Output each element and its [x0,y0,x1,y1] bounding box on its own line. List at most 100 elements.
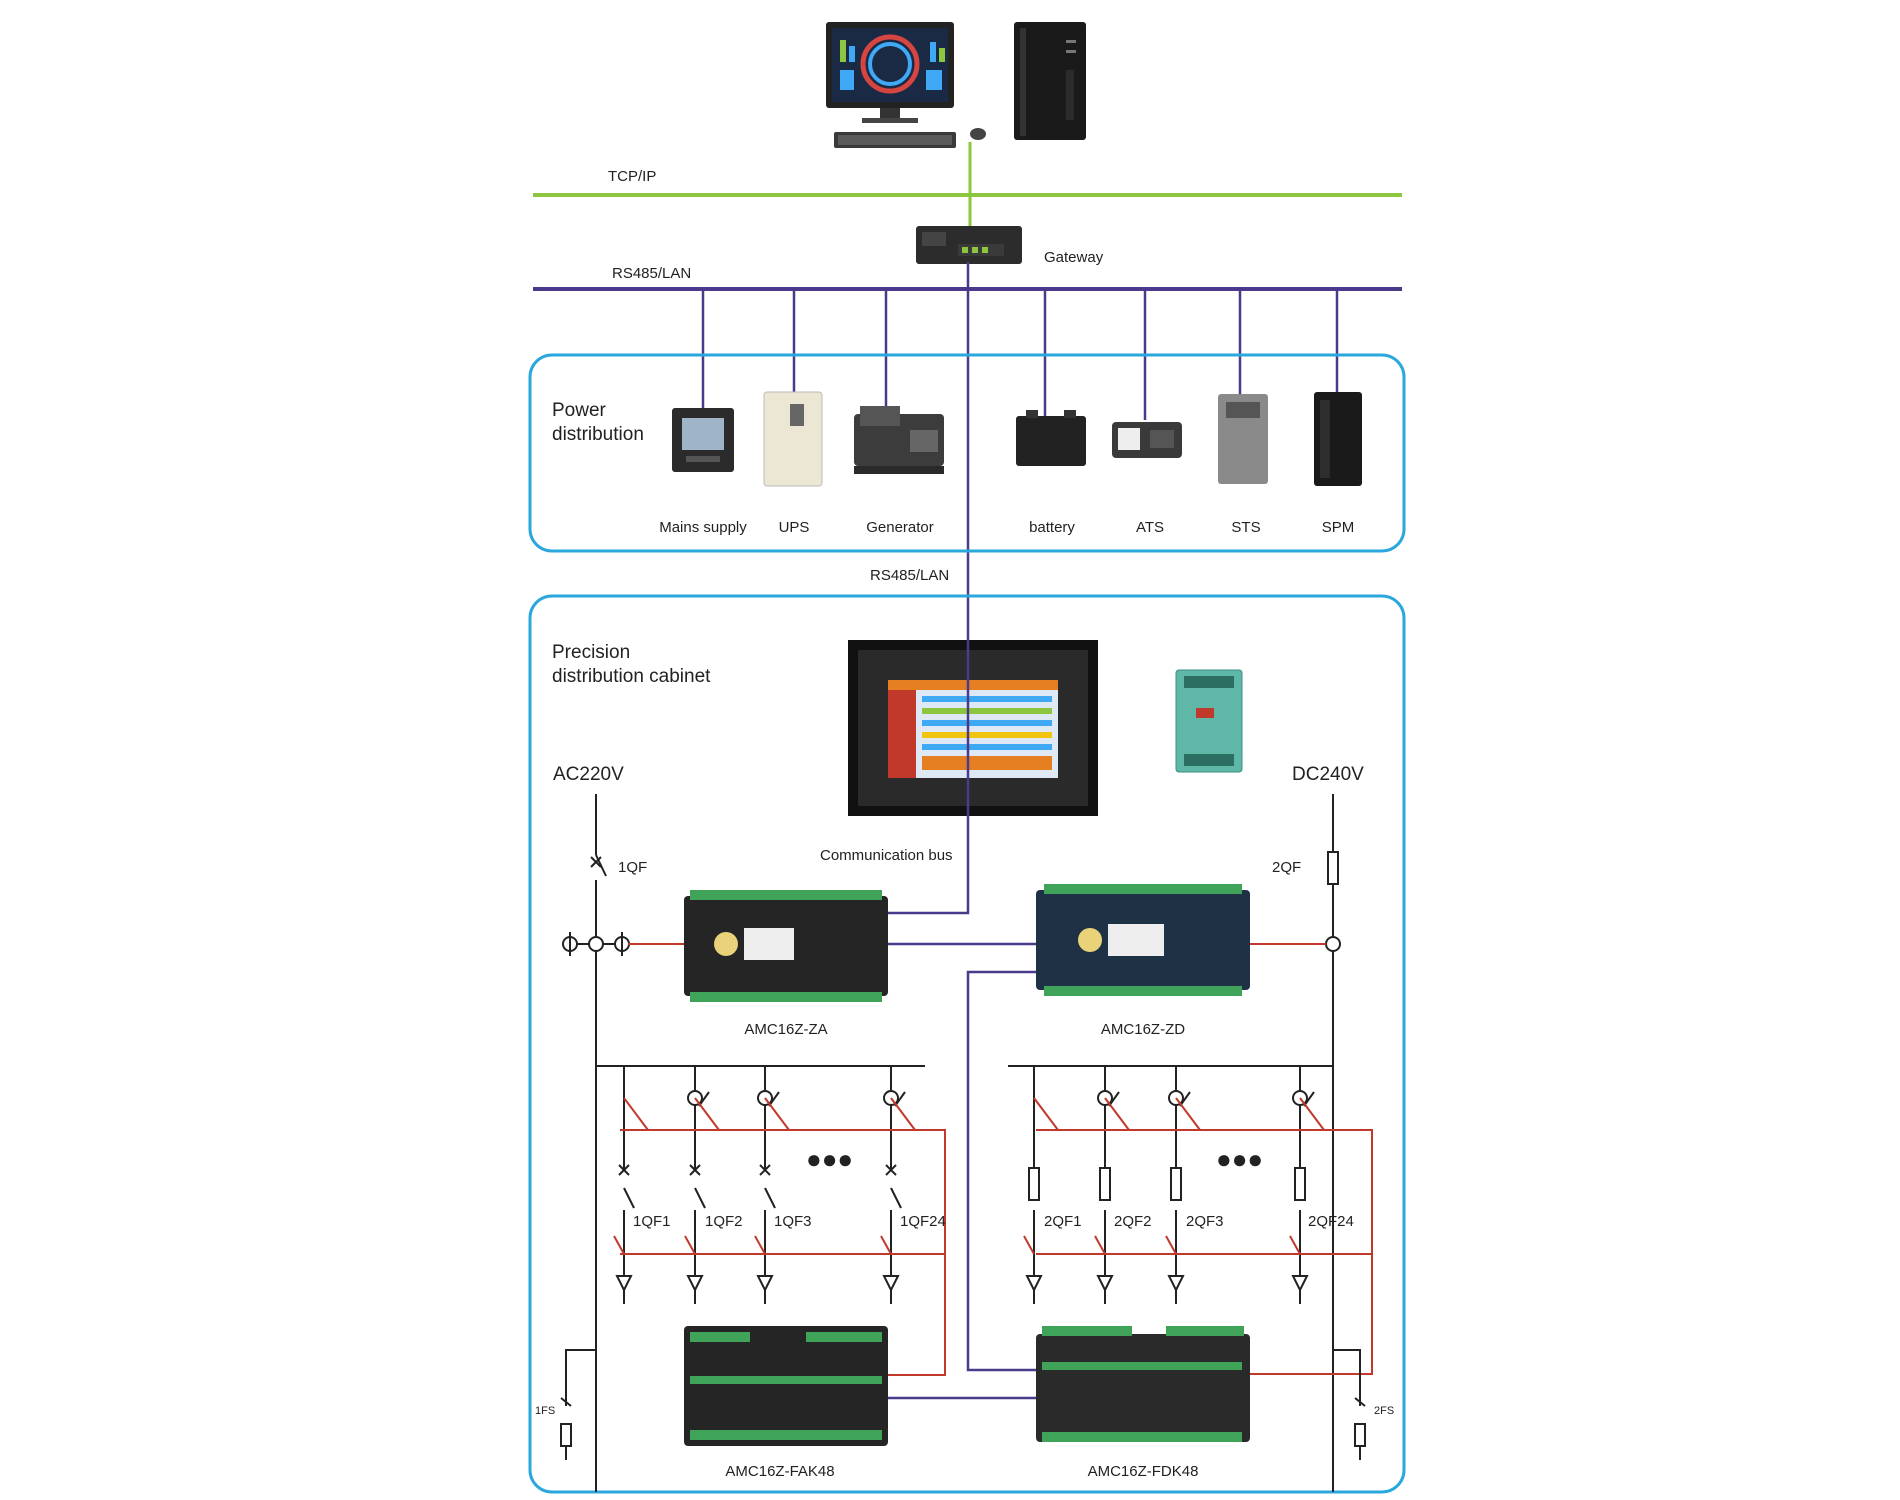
ac-branch-0 [613,1066,649,1304]
device-label-ats: ATS [1136,519,1164,536]
breaker-x [885,1164,897,1176]
branch-load-arrow [882,1275,900,1293]
branch-load-arrow [1167,1275,1185,1293]
ac-branch-sense-wire [620,1129,946,1376]
power-device-labels: Mains supply UPS Generator battery ATS S… [659,519,1354,536]
branch-sense-tap [1299,1097,1325,1131]
ac-current-transformers [562,936,630,952]
dc-branch-0 [1023,1066,1059,1304]
qf2-label: 2QF [1272,859,1301,876]
battery-icon [1016,410,1086,466]
breaker-contact [694,1187,706,1209]
branch-sense-tap [764,1097,790,1131]
breaker-contact [890,1187,902,1209]
monitor-icon [826,22,954,123]
breaker-contact [764,1187,776,1209]
branch-sense-tap-lower [1094,1235,1106,1255]
branch-load-arrow [1291,1275,1309,1293]
ac-branch-labels: 1QF1 1QF2 1QF3 1QF24 [633,1213,946,1230]
generator-icon [854,406,944,474]
branch-sense-tap [694,1097,720,1131]
power-distribution-panel [528,353,1406,553]
branch-load-arrow [615,1275,633,1293]
branch-sense-tap [1033,1097,1059,1131]
branch-label-2qf2: 2QF2 [1114,1213,1152,1230]
dc-comm-link-line [966,970,1036,1372]
branch-load-arrow [1025,1275,1043,1293]
spm-icon [1314,392,1362,486]
mains-supply-meter-icon [672,408,734,472]
ac220v-label: AC220V [553,764,624,785]
dc-branches-ellipsis: ●●● [1216,1144,1263,1174]
dc-branch-circuits [1023,1066,1325,1304]
amc16z-zd-module-icon [1036,884,1250,996]
amc16z-fak48-label: AMC16Z-FAK48 [725,1463,834,1480]
device-label-spm: SPM [1322,519,1355,536]
dc-branch-3 [1289,1066,1325,1304]
power-distribution-title-1: Power [552,400,607,421]
branch-sensor-tick [768,1091,780,1107]
branch-sense-tap-lower [1289,1235,1301,1255]
ac-branch-1 [684,1066,720,1304]
fuse-1fs-label: 1FS [535,1405,555,1417]
amc16z-fdk48-label: AMC16Z-FDK48 [1088,1463,1199,1480]
rs485-mid-label: RS485/LAN [870,567,949,584]
branch-sensor-tick [1303,1091,1315,1107]
branch-load-arrow [1096,1275,1114,1293]
tcpip-label: TCP/IP [608,168,656,185]
amc16z-fdk48-module-icon [1036,1326,1250,1442]
branch-sense-tap-lower [613,1235,625,1255]
ups-icon [763,391,823,487]
branch-sense-tap-lower [880,1235,892,1255]
ac-branch-2 [754,1066,790,1304]
branch-sense-tap [890,1097,916,1131]
breaker-x [759,1164,771,1176]
fuse-1fs-symbol [560,1349,596,1460]
ats-icon [1112,422,1182,458]
branch-sense-tap-lower [1165,1235,1177,1255]
precision-cabinet-title-1: Precision [552,642,630,663]
amc16z-fak48-module-icon [684,1326,888,1446]
device-label-battery: battery [1029,519,1075,536]
branch-label-1qf1: 1QF1 [633,1213,671,1230]
branch-label-1qf24: 1QF24 [900,1213,946,1230]
amc16z-za-module-icon [684,890,888,1002]
qf1-label: 1QF [618,859,647,876]
breaker-x [689,1164,701,1176]
ac-main-wiring [570,794,625,1492]
branch-sense-tap [623,1097,649,1131]
dc240v-label: DC240V [1292,764,1364,785]
server-tower-icon [1014,22,1086,140]
dc-power-module-icon [1175,669,1243,773]
branch-load-arrow [756,1275,774,1293]
branch-sense-tap-lower [754,1235,766,1255]
dc-main-wiring [1327,794,1339,1492]
branch-load-arrow [686,1275,704,1293]
dc-branch-sense-wire [1036,1129,1373,1375]
ac-branch-3 [880,1066,916,1304]
branch-label-2qf3: 2QF3 [1186,1213,1224,1230]
fuse-2fs-symbol [1333,1349,1366,1460]
amc16z-za-label: AMC16Z-ZA [744,1021,827,1038]
rs485-top-label: RS485/LAN [612,265,691,282]
ac-branches-ellipsis: ●●● [806,1144,853,1174]
branch-label-1qf3: 1QF3 [774,1213,812,1230]
dc-branch-labels: 2QF1 2QF2 2QF3 2QF24 [1044,1213,1354,1230]
communication-bus-line [888,640,970,915]
branch-sense-tap-lower [684,1235,696,1255]
keyboard-icon [834,132,956,148]
breaker-contact [623,1187,635,1209]
device-label-ups: UPS [779,519,810,536]
sts-icon [1218,394,1268,484]
mouse-icon [970,128,986,140]
ac-branch-circuits [613,1066,916,1304]
branch-label-2qf1: 2QF1 [1044,1213,1082,1230]
precision-cabinet-panel [528,594,1406,1494]
branch-sensor-tick [1108,1091,1120,1107]
gateway-label: Gateway [1044,249,1104,266]
branch-sense-tap [1104,1097,1130,1131]
branch-sensor-tick [1179,1091,1191,1107]
device-label-mains-supply: Mains supply [659,519,747,536]
branch-fuse [1294,1167,1306,1201]
